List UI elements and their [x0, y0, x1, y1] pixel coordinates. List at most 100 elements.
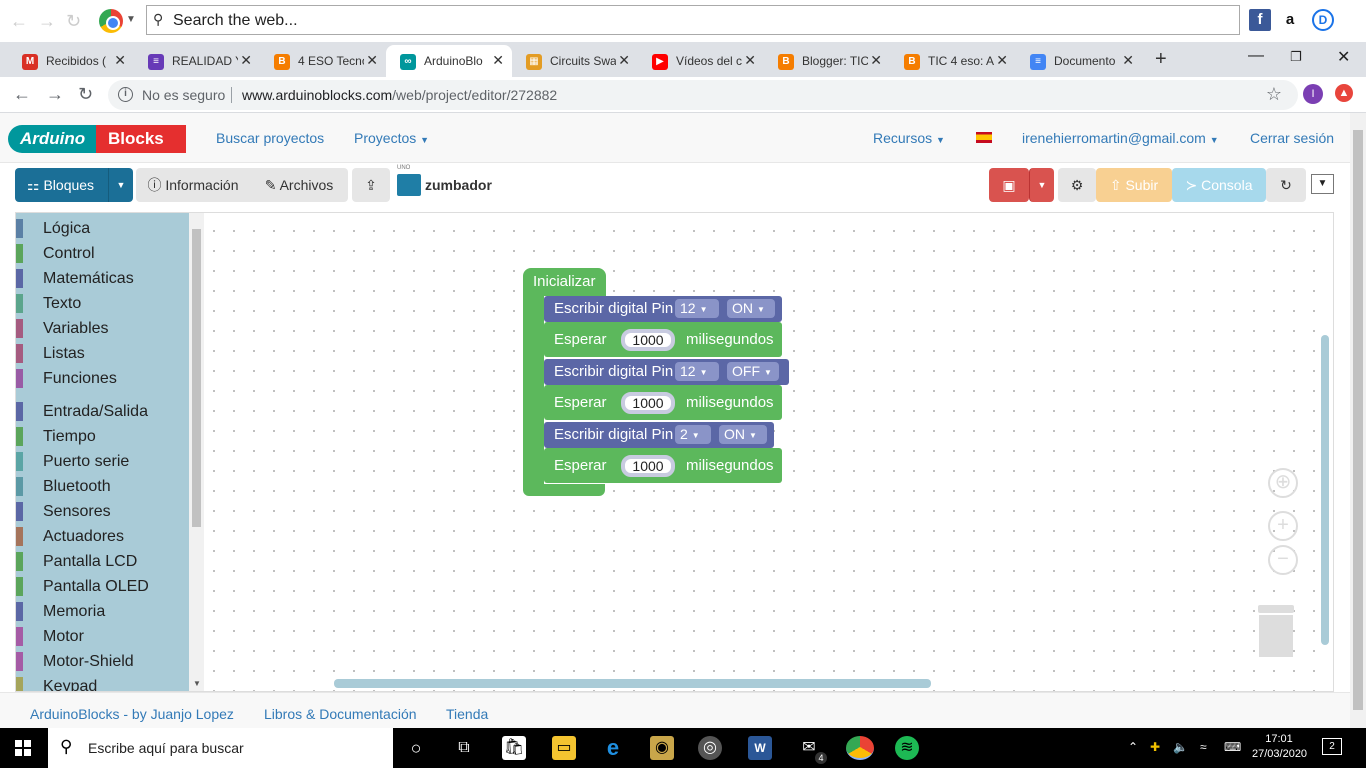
- reload-icon[interactable]: ↻: [66, 11, 82, 31]
- milliseconds-input[interactable]: 1000: [621, 329, 675, 351]
- save-button[interactable]: ▣: [989, 168, 1029, 202]
- milliseconds-input[interactable]: 1000: [621, 455, 675, 477]
- forward-icon[interactable]: →: [38, 11, 56, 31]
- cortana-icon[interactable]: ○: [410, 738, 422, 758]
- zoom-out-icon[interactable]: −: [1268, 545, 1298, 575]
- milliseconds-input[interactable]: 1000: [621, 392, 675, 414]
- state-dropdown[interactable]: ON▼: [719, 425, 767, 444]
- extension-icon[interactable]: ▲: [1335, 84, 1353, 102]
- chevron-down-icon[interactable]: ▼: [126, 14, 136, 25]
- tray-app-icon[interactable]: ✚: [1150, 740, 1161, 754]
- toolbox-category[interactable]: Control: [16, 242, 189, 266]
- toolbox-category[interactable]: Matemáticas: [16, 267, 189, 291]
- info-button[interactable]: ⓘ Información: [140, 168, 246, 202]
- toolbox-category[interactable]: Listas: [16, 342, 189, 366]
- web-search-input[interactable]: ⚲ Search the web...: [146, 5, 1240, 35]
- system-clock[interactable]: 17:01 27/03/2020: [1252, 732, 1307, 762]
- toolbox-category[interactable]: Pantalla OLED: [16, 575, 189, 599]
- project-name[interactable]: zumbador: [425, 177, 492, 193]
- init-block-header[interactable]: Inicializar: [523, 268, 606, 296]
- chevron-up-icon[interactable]: ⌃: [1128, 740, 1139, 754]
- page-scroll-thumb[interactable]: [1353, 130, 1363, 710]
- pin-dropdown[interactable]: 12▼: [675, 299, 719, 318]
- windows-start-icon[interactable]: [15, 740, 31, 756]
- footer-credit-link[interactable]: ArduinoBlocks - by Juanjo Lopez: [30, 706, 234, 722]
- toolbox-scroll-thumb[interactable]: [192, 229, 201, 527]
- toolbox-category[interactable]: Sensores: [16, 500, 189, 524]
- close-tab-icon[interactable]: ✕: [870, 52, 882, 68]
- media-player-icon[interactable]: ◎: [698, 736, 722, 760]
- security-label[interactable]: No es seguro: [142, 87, 226, 103]
- nav-projects-dropdown[interactable]: Proyectos ▼: [354, 130, 429, 146]
- pin-dropdown[interactable]: 2▼: [675, 425, 711, 444]
- reload-icon[interactable]: ↻: [78, 84, 94, 104]
- pin-dropdown[interactable]: 12▼: [675, 362, 719, 381]
- tab-4[interactable]: ▦Circuits Swa✕: [512, 45, 638, 77]
- toolbox-category[interactable]: Lógica: [16, 217, 189, 241]
- state-dropdown[interactable]: OFF▼: [727, 362, 779, 381]
- zoom-in-icon[interactable]: +: [1268, 511, 1298, 541]
- close-tab-icon[interactable]: ✕: [114, 52, 126, 68]
- url-text[interactable]: www.arduinoblocks.com/web/project/editor…: [242, 87, 557, 103]
- address-bar[interactable]: i No es seguro www.arduinoblocks.com/web…: [108, 80, 1298, 110]
- page-scrollbar[interactable]: [1350, 113, 1366, 728]
- close-tab-icon[interactable]: ✕: [492, 52, 504, 68]
- toolbox-category[interactable]: Funciones: [16, 367, 189, 391]
- toolbox-category[interactable]: Actuadores: [16, 525, 189, 549]
- volume-icon[interactable]: 🔈: [1173, 740, 1188, 754]
- toolbox-category[interactable]: Keypad: [16, 675, 189, 691]
- facebook-icon[interactable]: f: [1249, 9, 1271, 31]
- logout-link[interactable]: Cerrar sesión: [1250, 130, 1335, 146]
- back-icon[interactable]: ←: [13, 84, 31, 104]
- close-tab-icon[interactable]: ✕: [618, 52, 630, 68]
- tab-3[interactable]: ∞ArduinoBlo✕: [386, 45, 512, 77]
- store-icon[interactable]: 🛍: [502, 736, 526, 760]
- back-icon[interactable]: ←: [10, 11, 28, 31]
- workspace-horizontal-scrollbar[interactable]: [334, 679, 931, 688]
- toolbox-category[interactable]: Puerto serie: [16, 450, 189, 474]
- toolbox-scrollbar[interactable]: ▼: [189, 213, 204, 691]
- blocks-button[interactable]: ⚏ Bloques ▼: [15, 168, 133, 202]
- close-tab-icon[interactable]: ✕: [366, 52, 378, 68]
- close-tab-icon[interactable]: ✕: [744, 52, 756, 68]
- blocks-dropdown-caret[interactable]: ▼: [108, 168, 133, 202]
- tab-1[interactable]: ≡REALIDAD Y✕: [134, 45, 260, 77]
- spain-flag-icon[interactable]: [976, 132, 992, 143]
- new-tab-button[interactable]: +: [1155, 48, 1167, 70]
- tab-8[interactable]: ≡Documento✕: [1016, 45, 1142, 77]
- keyboard-icon[interactable]: ⌨: [1224, 740, 1242, 754]
- files-button[interactable]: ✎ Archivos: [254, 168, 344, 202]
- minimize-button[interactable]: —: [1248, 47, 1264, 64]
- file-explorer-icon[interactable]: ▭: [552, 736, 576, 760]
- mail-icon[interactable]: ✉4: [797, 736, 827, 764]
- toolbox-category[interactable]: Motor-Shield: [16, 650, 189, 674]
- close-tab-icon[interactable]: ✕: [1122, 52, 1134, 68]
- board-select-dropdown[interactable]: ▼: [1311, 174, 1334, 194]
- footer-books-link[interactable]: Libros & Documentación: [264, 706, 417, 722]
- console-button[interactable]: ≻ Consola: [1172, 168, 1266, 202]
- info-icon[interactable]: i: [118, 87, 133, 102]
- app-icon[interactable]: ◉: [650, 736, 674, 760]
- state-dropdown[interactable]: ON▼: [727, 299, 775, 318]
- maximize-button[interactable]: ❐: [1290, 49, 1302, 64]
- toolbox-category[interactable]: Variables: [16, 317, 189, 341]
- d-extension-icon[interactable]: D: [1312, 9, 1334, 31]
- amazon-icon[interactable]: a: [1285, 11, 1295, 28]
- nav-search-projects[interactable]: Buscar proyectos: [216, 130, 325, 146]
- toolbox-category[interactable]: Motor: [16, 625, 189, 649]
- workspace-vertical-scrollbar[interactable]: [1321, 335, 1329, 645]
- chrome-taskbar-icon[interactable]: [846, 736, 874, 760]
- toolbox-category[interactable]: Bluetooth: [16, 475, 189, 499]
- scroll-down-arrow-icon[interactable]: ▼: [193, 679, 201, 688]
- recenter-icon[interactable]: ⊕: [1268, 468, 1298, 498]
